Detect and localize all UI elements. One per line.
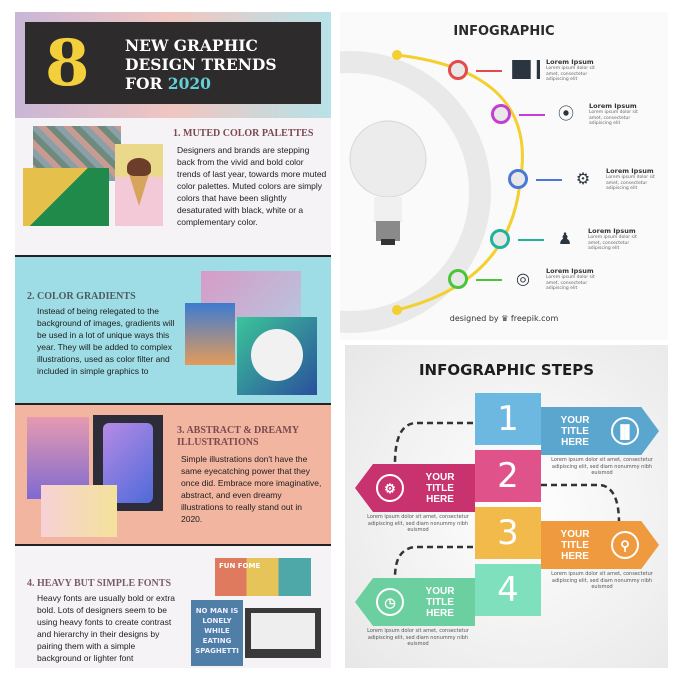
title-year: 2020	[167, 74, 211, 93]
map-pin-icon: ⦿	[557, 104, 574, 123]
step-arrow-3: YOUR TITLE HERE ⚲	[541, 521, 659, 569]
title-line-3: FOR 2020	[125, 74, 315, 93]
title-line-2: DESIGN TRENDS	[125, 55, 277, 74]
infographic-item: Lorem Ipsum Lorem ipsum dolor sit amet, …	[588, 227, 646, 252]
timeline-node	[508, 169, 528, 189]
item-title: Lorem Ipsum	[588, 227, 636, 235]
timeline-node	[448, 269, 468, 289]
infographic-item: Lorem Ipsum Lorem ipsum dolor sit amet, …	[546, 58, 604, 83]
poster-title-box: 8 NEW GRAPHIC DESIGN TRENDS FOR 2020	[25, 22, 321, 104]
title-for: FOR	[125, 74, 163, 93]
bar-chart-icon: ▐█▐	[506, 60, 540, 79]
cubes-image	[185, 303, 235, 365]
dashed-connectors	[393, 421, 621, 578]
steps-title: INFOGRAPHIC STEPS	[418, 361, 595, 379]
infographic-item: Lorem Ipsum Lorem ipsum dolor sit amet, …	[606, 167, 664, 192]
item-title: Lorem Ipsum	[546, 267, 594, 275]
step-arrow-1: YOUR TITLE HERE ▐▌	[541, 407, 659, 455]
section-heading: 1. MUTED COLOR PALETTES	[173, 128, 314, 139]
connector-line	[476, 279, 502, 281]
freepik-credit: designed by ♛ freepik.com	[449, 314, 559, 323]
target-icon: ◎	[516, 269, 530, 288]
item-title: Lorem Ipsum	[546, 58, 594, 66]
chart-icon: ▐▌	[611, 417, 639, 445]
lightbulb-infographic: INFOGRAPHIC ▐█▐ Lorem Ipsum Lorem ipsum …	[340, 12, 668, 340]
section-muted-colors: 1. MUTED COLOR PALETTES Designers and br…	[15, 118, 331, 255]
design-trends-poster: 8 NEW GRAPHIC DESIGN TRENDS FOR 2020 1. …	[15, 12, 331, 668]
ice-cream-image	[115, 144, 163, 226]
pastel-sticks-image	[23, 168, 109, 226]
item-body: Lorem ipsum dolor sit amet, consectetur …	[606, 175, 655, 191]
laptop-image	[245, 608, 321, 658]
section-abstract-illustrations: 3. ABSTRACT & DREAMY ILLUSTRATIONS Simpl…	[15, 403, 331, 546]
timeline-node	[490, 229, 510, 249]
step-title: YOUR TITLE HERE	[560, 528, 590, 562]
users-icon: ♟	[557, 229, 573, 248]
item-title: Lorem Ipsum	[606, 167, 654, 175]
step-description: Lorem ipsum dolor sit amet, consectetur …	[367, 514, 469, 533]
step-title: YOUR TITLE HERE	[425, 471, 455, 505]
infographic-item: Lorem Ipsum Lorem ipsum dolor sit amet, …	[546, 267, 604, 292]
step-title: YOUR TITLE HERE	[425, 585, 455, 619]
spaghetti-poster: NO MAN IS LONELY WHILE EATING SPAGHETTI	[191, 600, 243, 666]
step-number: 3	[475, 507, 541, 559]
step-arrow-4: ◷ YOUR TITLE HERE	[355, 578, 475, 626]
step-number: 1	[475, 393, 541, 445]
section-heavy-fonts: 4. HEAVY BUT SIMPLE FONTS Heavy fonts ar…	[15, 546, 331, 668]
step-description: Lorem ipsum dolor sit amet, consectetur …	[367, 628, 469, 647]
connector-line	[519, 114, 545, 116]
step-number: 4	[475, 564, 541, 616]
title-line-1: NEW GRAPHIC	[125, 36, 258, 55]
section-body: Simple illustrations don't have the same…	[181, 454, 322, 524]
connector-line	[518, 239, 544, 241]
connector-line	[476, 70, 502, 72]
item-body: Lorem ipsum dolor sit amet, consectetur …	[546, 66, 595, 82]
infographic-title: INFOGRAPHIC	[453, 24, 555, 39]
poster-title: NEW GRAPHIC DESIGN TRENDS FOR 2020	[125, 36, 315, 93]
timeline-node	[491, 104, 511, 124]
clock-icon: ◷	[376, 588, 404, 616]
section-body: Instead of being relegated to the backgr…	[37, 306, 175, 376]
gear-icon: ⚙	[376, 474, 404, 502]
step-arrow-2: ⚙ YOUR TITLE HERE	[355, 464, 475, 512]
step-title: YOUR TITLE HERE	[560, 414, 590, 448]
poster-banner: 8 NEW GRAPHIC DESIGN TRENDS FOR 2020	[15, 12, 331, 118]
section-heading: 3. ABSTRACT & DREAMY ILLUSTRATIONS	[177, 425, 299, 448]
section-heading: 4. HEAVY BUT SIMPLE FONTS	[27, 578, 172, 589]
item-body: Lorem ipsum dolor sit amet, consectetur …	[589, 110, 638, 126]
infographic-item: Lorem Ipsum Lorem ipsum dolor sit amet, …	[589, 102, 647, 127]
item-body: Lorem ipsum dolor sit amet, consectetur …	[546, 275, 595, 291]
section-heading: 2. COLOR GRADIENTS	[27, 291, 136, 302]
gradient-illustration-image	[237, 317, 317, 395]
fun-fome-posters: FUN FOME	[215, 558, 311, 596]
poster-number: 8	[45, 26, 90, 101]
section-color-gradients: 2. COLOR GRADIENTS Instead of being rele…	[15, 255, 331, 403]
section-body: Heavy fonts are usually bold or extra bo…	[37, 593, 175, 663]
infographic-steps: INFOGRAPHIC STEPS YOUR TITLE HERE ▐▌ 1 Lo…	[345, 345, 668, 668]
step-number: 2	[475, 450, 541, 502]
lightbulb-icon	[349, 120, 427, 245]
gears-icon: ⚙	[575, 169, 591, 188]
step-description: Lorem ipsum dolor sit amet, consectetur …	[551, 571, 653, 590]
item-title: Lorem Ipsum	[589, 102, 637, 110]
section-body: Designers and brands are stepping back f…	[177, 145, 327, 227]
timeline-node	[448, 60, 468, 80]
item-body: Lorem ipsum dolor sit amet, consectetur …	[588, 235, 637, 251]
search-icon: ⚲	[611, 531, 639, 559]
card-image	[41, 485, 117, 537]
connector-line	[536, 179, 562, 181]
step-description: Lorem ipsum dolor sit amet, consectetur …	[551, 457, 653, 476]
